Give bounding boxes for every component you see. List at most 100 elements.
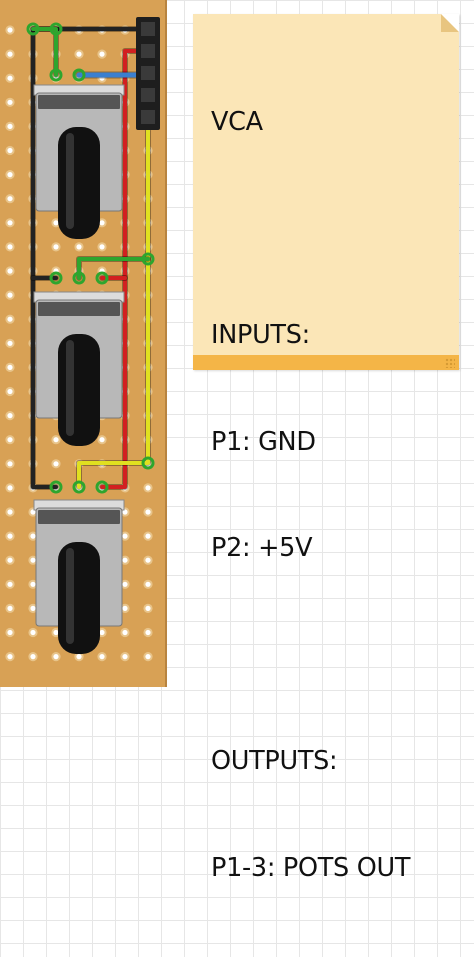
wire-green-top — [31, 27, 58, 77]
pad-hole — [145, 485, 151, 491]
pad-hole — [7, 364, 13, 370]
pad-hole — [30, 557, 36, 563]
pad-hole — [7, 75, 13, 81]
pad-hole — [53, 437, 59, 443]
pad-hole — [145, 629, 151, 636]
pot-shaft-highlight — [66, 340, 74, 436]
pad-hole — [7, 461, 13, 467]
pad-hole — [30, 654, 36, 660]
pot-shaft-highlight — [66, 133, 74, 229]
pot-top-band — [38, 95, 120, 109]
pot-shaft — [58, 542, 100, 654]
pin-header-icon — [136, 17, 160, 130]
pot-shaft — [58, 334, 100, 446]
pad-hole — [7, 485, 13, 491]
note-title: VCA — [211, 107, 263, 137]
pad-hole — [53, 461, 59, 467]
pad-hole — [7, 437, 13, 443]
note-input-p2: P2: +5V — [211, 533, 313, 563]
pad-hole — [99, 629, 105, 636]
pad-hole — [7, 509, 13, 515]
note-output-pots: P1-3: POTS OUT — [211, 852, 411, 883]
pin-header-pin — [141, 66, 155, 80]
note-blank-line — [211, 212, 449, 248]
pot-shaft — [58, 127, 100, 239]
pad-hole — [7, 316, 13, 322]
pad-hole — [53, 244, 59, 250]
pad-hole — [122, 629, 128, 636]
pad-hole — [30, 533, 36, 539]
note-input-p1: P1: GND — [211, 426, 316, 457]
pin-header-pin — [141, 88, 155, 102]
wire-junction — [72, 480, 86, 494]
pad-hole — [7, 388, 13, 395]
pad-hole — [7, 268, 13, 274]
pad-hole — [99, 244, 105, 250]
potentiometer-icon — [33, 291, 125, 446]
pad-hole — [30, 581, 36, 587]
wires-top — [26, 22, 155, 494]
note-bottom-bar — [193, 355, 459, 370]
note-fold — [441, 14, 459, 32]
pad-hole — [7, 533, 13, 539]
pad-hole — [53, 629, 59, 636]
note-text: VCA INPUTS: P1: GND P2: +5V OUTPUTS: P1-… — [211, 34, 449, 957]
pad-hole — [53, 220, 59, 226]
pad-hole — [145, 509, 151, 515]
potentiometer-icon — [33, 499, 125, 654]
pad-hole — [30, 629, 36, 636]
resize-grip-icon[interactable] — [445, 358, 455, 368]
pot-top-band — [38, 302, 120, 316]
pad-hole — [99, 220, 105, 226]
pad-hole — [7, 172, 13, 178]
wire-junction — [26, 22, 40, 36]
pad-hole — [30, 509, 36, 515]
pad-hole — [145, 654, 151, 660]
pad-hole — [7, 27, 13, 33]
pad-hole — [7, 340, 13, 346]
pin-header-pin — [141, 110, 155, 124]
pad-hole — [7, 196, 13, 202]
pad-hole — [53, 654, 59, 660]
potentiometers — [33, 84, 125, 654]
pad-hole — [122, 533, 128, 539]
note-blank-line — [211, 638, 449, 674]
pad-hole — [7, 581, 13, 587]
pad-hole — [7, 123, 13, 129]
stripboard-diagram — [0, 0, 167, 687]
pad-hole — [145, 581, 151, 587]
pad-hole — [7, 51, 13, 57]
wire-black-gnd — [31, 27, 149, 489]
pad-hole — [122, 654, 128, 660]
pad-hole — [7, 605, 13, 612]
pad-hole — [122, 581, 128, 587]
wire-junction — [49, 68, 63, 82]
pad-hole — [99, 654, 105, 660]
potentiometer-icon — [33, 84, 125, 239]
pot-top-band — [38, 510, 120, 524]
pad-hole — [7, 99, 13, 105]
wire-junction — [95, 271, 109, 285]
pad-hole — [122, 557, 128, 563]
pad-hole — [145, 557, 151, 563]
pin-header-pin — [141, 22, 155, 36]
wire-junction — [141, 252, 155, 266]
pot-shaft-highlight — [66, 548, 74, 644]
pin-header-pin — [141, 44, 155, 58]
wire-junction — [49, 22, 63, 36]
pad-hole — [30, 605, 36, 612]
pad-hole — [76, 654, 82, 660]
wire-junction — [95, 480, 109, 494]
wire-junction — [49, 480, 63, 494]
wire-junction — [72, 271, 86, 285]
wire-yellow-output — [77, 97, 150, 489]
wire-junction — [141, 456, 155, 470]
pad-hole — [145, 533, 151, 539]
pad-hole — [122, 605, 128, 612]
pad-hole — [99, 437, 105, 443]
pad-hole — [122, 509, 128, 515]
pad-hole — [7, 413, 13, 419]
pad-hole — [7, 220, 13, 226]
wire-junction — [49, 271, 63, 285]
wire-junction — [72, 68, 86, 82]
